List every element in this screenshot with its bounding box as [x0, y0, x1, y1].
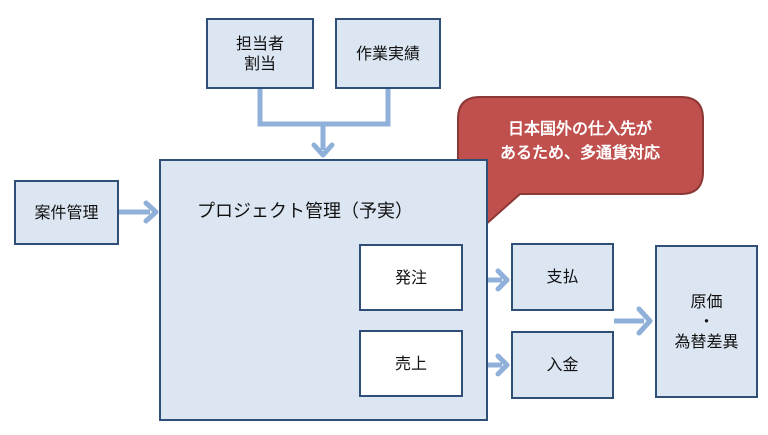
callout-text: 日本国外の仕入先が あるため、多通貨対応 [468, 117, 692, 165]
sales-box: 売上 [359, 330, 463, 397]
tantou-assignment-box: 担当者 割当 [206, 18, 314, 89]
case-management-box: 案件管理 [14, 180, 119, 245]
work-results-label: 作業実績 [355, 43, 420, 63]
fx-difference-label: 為替差異 [674, 331, 739, 351]
cost-label: 原価 [690, 291, 723, 311]
order-label: 発注 [394, 267, 427, 287]
connector-tantou [257, 89, 323, 127]
tantou-label-line1: 担当者 [235, 33, 284, 53]
tantou-label-line2: 割当 [243, 53, 276, 73]
callout-line1: 日本国外の仕入先が [507, 119, 652, 138]
payment-box: 支払 [511, 243, 614, 311]
callout-line2: あるため、多通貨対応 [499, 143, 660, 162]
cost-separator: ・ [698, 311, 715, 331]
project-management-label: プロジェクト管理（予実） [197, 201, 413, 222]
receipt-box: 入金 [511, 331, 614, 399]
case-management-label: 案件管理 [34, 202, 99, 222]
sales-label: 売上 [394, 353, 427, 373]
arrowhead-down [311, 142, 335, 158]
arrowhead-hacchu [495, 268, 510, 292]
arrowhead-genka [636, 306, 653, 336]
connector-sagyou [323, 89, 391, 127]
receipt-label: 入金 [546, 355, 579, 374]
arrowhead-anken [143, 200, 159, 224]
cost-fx-box: 原価 ・ 為替差異 [655, 245, 758, 398]
order-box: 発注 [359, 244, 463, 311]
payment-label: 支払 [546, 267, 579, 286]
work-results-box: 作業実績 [335, 18, 441, 89]
arrowhead-uriage [495, 353, 510, 377]
